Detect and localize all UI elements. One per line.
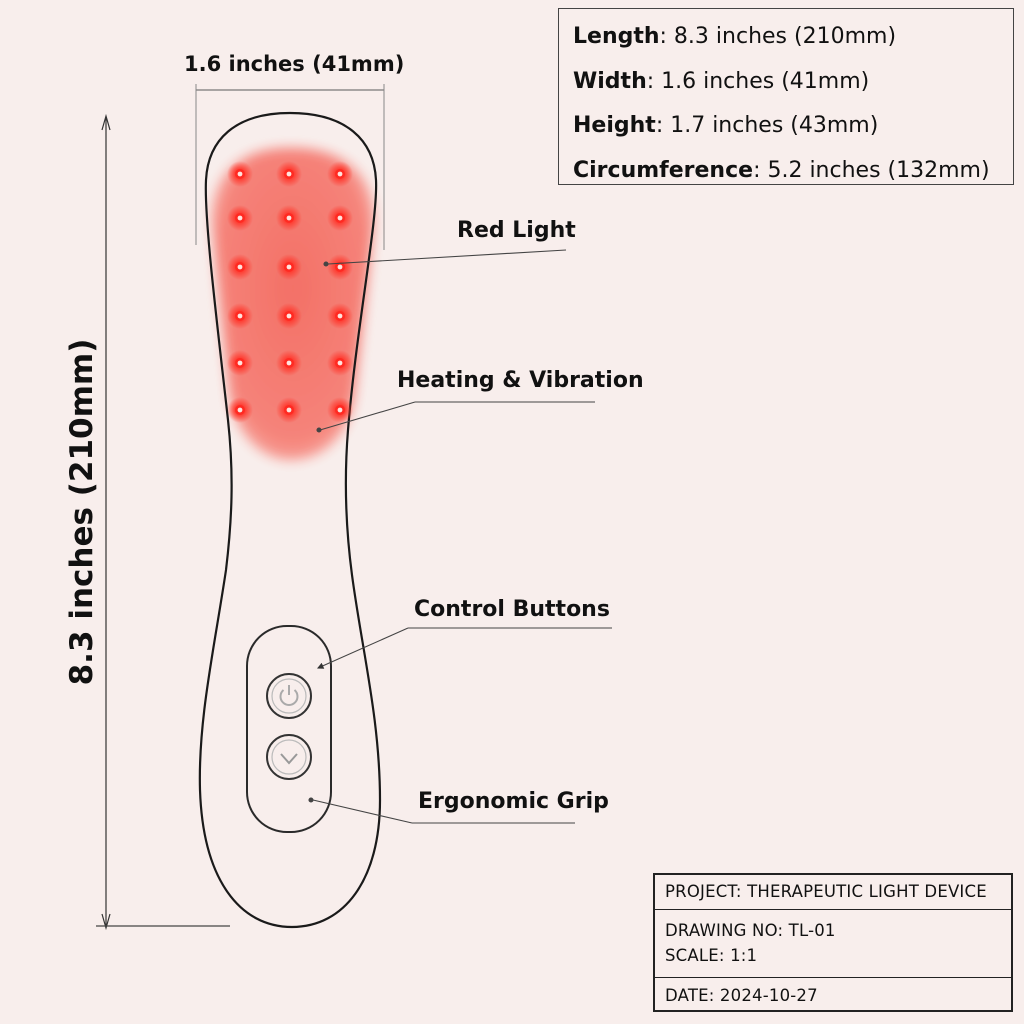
callout-ergonomic-grip: Ergonomic Grip (418, 789, 609, 814)
length-label: 8.3 inches (210mm) (64, 338, 100, 686)
drawing-info: DRAWING NO: TL-01 SCALE: 1:1 (655, 910, 1011, 978)
length-dimension (96, 113, 230, 931)
led (327, 350, 353, 376)
drawing-scale: SCALE: 1:1 (665, 946, 758, 965)
width-label: 1.6 inches (41mm) (184, 52, 405, 76)
led (276, 397, 302, 423)
width-dimension (195, 84, 385, 250)
led (276, 303, 302, 329)
led (276, 254, 302, 280)
spec-circumference: Circumference: 5.2 inches (132mm) (573, 157, 990, 183)
control-panel (246, 625, 332, 833)
led (327, 303, 353, 329)
callout-red-light: Red Light (457, 218, 576, 243)
led (327, 397, 353, 423)
led (276, 205, 302, 231)
chevron-down-icon (280, 753, 298, 765)
led (276, 350, 302, 376)
spec-length: Length: 8.3 inches (210mm) (573, 24, 897, 49)
leader-lines (308, 249, 612, 824)
led (227, 161, 253, 187)
title-block: PROJECT: THERAPEUTIC LIGHT DEVICE DRAWIN… (653, 873, 1013, 1012)
drawing-date: DATE: 2024-10-27 (665, 986, 818, 1005)
callout-control-buttons: Control Buttons (414, 597, 610, 622)
led (227, 205, 253, 231)
led (327, 205, 353, 231)
callout-heating-vibration: Heating & Vibration (397, 368, 644, 393)
led (276, 161, 302, 187)
drawing-number: DRAWING NO: TL-01 (665, 921, 836, 940)
spec-height: Height: 1.7 inches (43mm) (573, 113, 879, 138)
specifications-box: Length: 8.3 inches (210mm) Width: 1.6 in… (558, 8, 1014, 185)
led (227, 303, 253, 329)
mode-down-button[interactable] (266, 734, 312, 780)
led (327, 161, 353, 187)
project-field: PROJECT: THERAPEUTIC LIGHT DEVICE (655, 875, 1011, 910)
led (227, 350, 253, 376)
device-body (198, 111, 382, 929)
led (327, 254, 353, 280)
led (227, 254, 253, 280)
power-button[interactable] (266, 673, 312, 719)
spec-width: Width: 1.6 inches (41mm) (573, 68, 870, 94)
power-icon (279, 685, 299, 706)
led (227, 397, 253, 423)
led-grid (227, 161, 353, 423)
